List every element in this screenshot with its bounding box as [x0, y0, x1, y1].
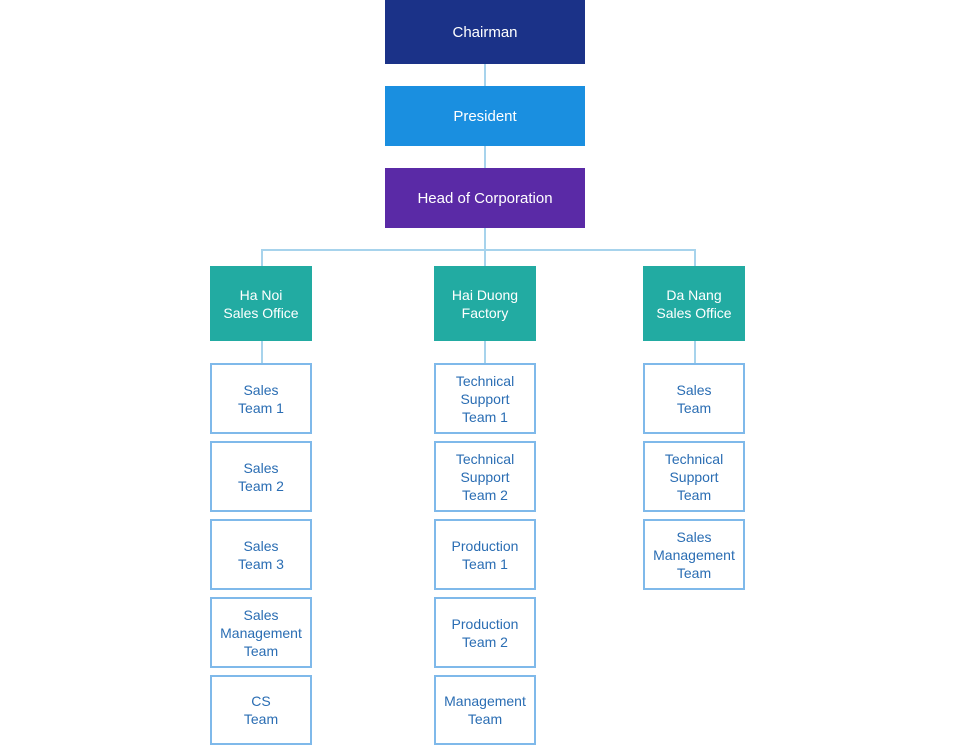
chairman-node: Chairman: [385, 0, 585, 64]
team-box: CS Team: [210, 675, 312, 745]
connector-head-down: [484, 228, 486, 250]
team-box: Technical Support Team 2: [434, 441, 536, 512]
connector-president-head: [484, 146, 486, 168]
connector-danang-teams: [694, 341, 696, 363]
connector-haiduong-teams: [484, 341, 486, 363]
team-box: Management Team: [434, 675, 536, 745]
team-box: Sales Team 1: [210, 363, 312, 434]
office-danang: Da Nang Sales Office: [643, 266, 745, 341]
team-box: Production Team 2: [434, 597, 536, 668]
connector-horizontal: [261, 249, 696, 251]
team-box: Sales Management Team: [210, 597, 312, 668]
president-node: President: [385, 86, 585, 146]
team-box: Sales Team 3: [210, 519, 312, 590]
team-box: Sales Management Team: [643, 519, 745, 590]
connector-hanoi-teams: [261, 341, 263, 363]
team-box: Sales Team 2: [210, 441, 312, 512]
office-hanoi: Ha Noi Sales Office: [210, 266, 312, 341]
office-haiduong: Hai Duong Factory: [434, 266, 536, 341]
team-box: Technical Support Team 1: [434, 363, 536, 434]
connector-chairman-president: [484, 64, 486, 86]
connector-to-danang: [694, 249, 696, 266]
connector-to-hanoi: [261, 249, 263, 266]
team-box: Sales Team: [643, 363, 745, 434]
team-box: Production Team 1: [434, 519, 536, 590]
connector-to-haiduong: [484, 249, 486, 266]
head-of-corporation-node: Head of Corporation: [385, 168, 585, 228]
team-box: Technical Support Team: [643, 441, 745, 512]
